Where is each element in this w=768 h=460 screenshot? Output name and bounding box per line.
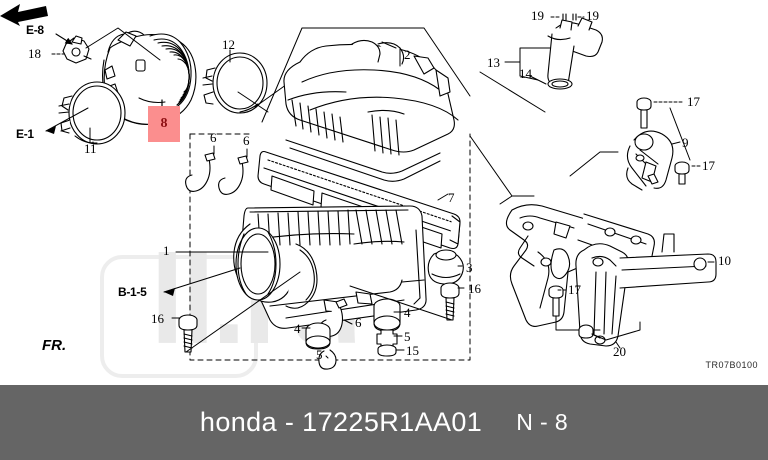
part-6-clips: [185, 152, 348, 337]
callout-1: 1: [163, 243, 170, 258]
part-8-intake-tube: [101, 30, 197, 126]
parts-diagram: ll.ru: [0, 4, 758, 378]
footer-bar: honda - 17225R1AA01 N - 8: [0, 385, 768, 460]
diagram-linework: [45, 13, 717, 370]
parts-4-5-15-grommets: [305, 298, 401, 370]
part-11-clamp: [58, 81, 126, 145]
callout-6-a: 6: [210, 130, 217, 145]
part-3-rubber-mount: [427, 249, 464, 285]
callout-18: 18: [28, 46, 41, 61]
callout-17-c: 17: [568, 282, 581, 297]
callout-16-b: 16: [468, 281, 481, 296]
callout-10: 10: [718, 253, 731, 268]
callout-8-label: 8: [160, 116, 168, 131]
diagram-reference-code: TR07B0100: [705, 360, 758, 370]
callout-4-a: 4: [294, 321, 301, 336]
callout-2: 2: [404, 47, 411, 62]
callout-e-8: E-8: [26, 23, 44, 37]
callout-12: 12: [222, 37, 235, 52]
callout-16-a: 16: [151, 311, 164, 326]
callout-6-c: 6: [355, 315, 362, 330]
callout-b-1-5: B-1-5: [118, 285, 147, 299]
callout-17-a: 17: [687, 94, 700, 109]
section-reference: N - 8: [516, 409, 569, 435]
callout-14: 14: [519, 66, 532, 81]
front-direction-label: FR.: [42, 337, 67, 354]
callout-8-highlighted: 8: [148, 106, 180, 142]
callout-5-b: 5: [404, 329, 411, 344]
part-1-air-cleaner-housing: [233, 205, 427, 329]
callout-17-b: 17: [702, 158, 715, 173]
part-16-bolts: [178, 282, 460, 353]
callout-15: 15: [406, 343, 419, 358]
callout-7: 7: [448, 190, 455, 205]
brand-part-number: honda - 17225R1AA01: [199, 407, 483, 437]
callout-19-b: 19: [586, 8, 599, 23]
callout-5-a: 5: [316, 347, 323, 362]
callout-3: 3: [466, 260, 473, 275]
parts-13-14-19-duct: [547, 17, 603, 90]
part-2-air-cleaner-cover: [283, 39, 459, 182]
callout-e-1: E-1: [16, 127, 34, 141]
callout-6-b: 6: [243, 133, 250, 148]
parts-brackets-right: [505, 130, 717, 347]
part-18-sensor: [62, 35, 92, 64]
callout-20: 20: [613, 344, 626, 359]
callout-4-b: 4: [404, 305, 411, 320]
part-12-clamp: [202, 52, 268, 114]
part-17-bolts: [548, 97, 690, 317]
callout-9: 9: [682, 135, 689, 150]
callout-13: 13: [487, 55, 500, 70]
front-direction-arrow: [0, 4, 48, 26]
callout-19-a: 19: [531, 8, 544, 23]
callout-11: 11: [84, 141, 97, 156]
